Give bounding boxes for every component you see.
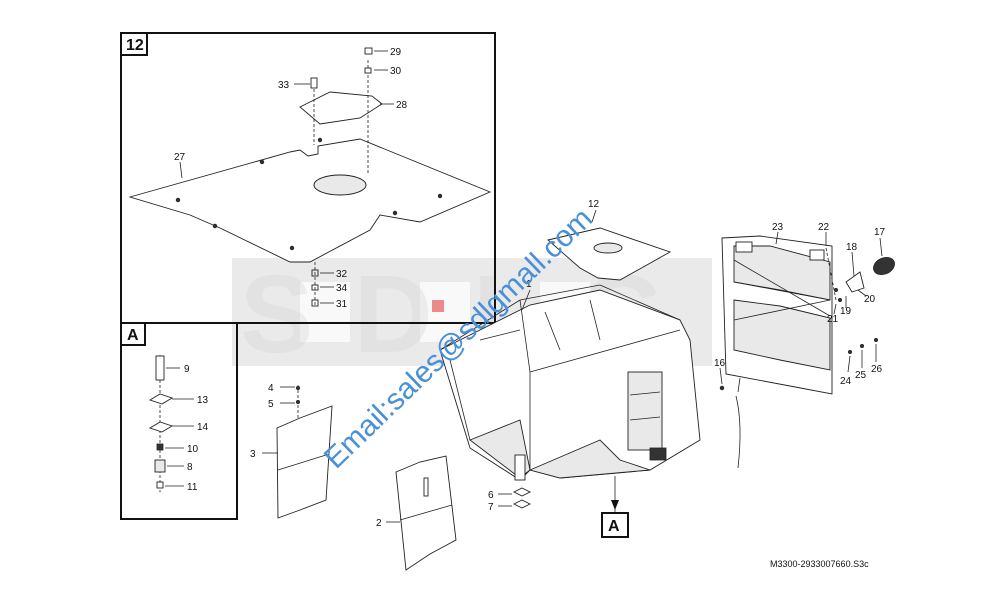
hose-part bbox=[719, 385, 741, 469]
washer-14 bbox=[148, 421, 174, 433]
rear-panel-23 bbox=[721, 235, 833, 395]
callout-29: 29 bbox=[390, 47, 402, 58]
detail-box-a: A 9 13 14 10 8 11 bbox=[120, 322, 238, 520]
floor-mat-main: 12 bbox=[547, 199, 672, 281]
callout-26: 26 bbox=[871, 364, 883, 375]
side-panel-2 bbox=[395, 455, 457, 571]
callout-23: 23 bbox=[772, 222, 784, 233]
mat-cutout bbox=[313, 174, 367, 196]
callout-22: 22 bbox=[818, 222, 830, 233]
callout-8: 8 bbox=[187, 462, 193, 473]
callout-21: 21 bbox=[827, 314, 839, 325]
mirror-fittings bbox=[825, 247, 895, 302]
callout-30: 30 bbox=[390, 66, 402, 77]
callout-20: 20 bbox=[864, 294, 876, 305]
fasteners-6-7 bbox=[512, 487, 532, 509]
washer-13 bbox=[148, 393, 174, 405]
detail-box-a-label: A bbox=[127, 327, 139, 344]
callout-5: 5 bbox=[268, 399, 274, 410]
callout-31: 31 bbox=[336, 299, 348, 310]
floor-mat-part bbox=[128, 138, 492, 263]
view-a-marker-label: A bbox=[608, 518, 620, 535]
callout-16: 16 bbox=[714, 358, 726, 369]
callout-19: 19 bbox=[840, 306, 852, 317]
callout-3: 3 bbox=[250, 449, 256, 460]
callout-1: 1 bbox=[526, 279, 532, 290]
callout-13: 13 bbox=[197, 395, 209, 406]
callout-33: 33 bbox=[278, 80, 290, 91]
callout-4: 4 bbox=[268, 383, 274, 394]
drawing-reference: M3300-2933007660.S3c bbox=[770, 559, 869, 569]
spacer-part bbox=[154, 459, 166, 473]
callout-34: 34 bbox=[336, 283, 348, 294]
callout-11: 11 bbox=[187, 482, 198, 493]
callout-7: 7 bbox=[488, 502, 494, 513]
side-panel-3 bbox=[276, 385, 333, 519]
detail-box-12: 12 33 29 30 28 27 32 34 31 bbox=[120, 32, 496, 324]
callout-6: 6 bbox=[488, 490, 494, 501]
callout-27: 27 bbox=[174, 152, 186, 163]
detail-box-12-label: 12 bbox=[126, 37, 144, 54]
cab-frame-part bbox=[439, 284, 701, 481]
callout-10: 10 bbox=[187, 444, 199, 455]
callout-9: 9 bbox=[184, 364, 190, 375]
view-a-marker: A bbox=[601, 476, 629, 538]
callout-28: 28 bbox=[396, 100, 408, 111]
callout-32: 32 bbox=[336, 269, 348, 280]
callout-12: 12 bbox=[588, 199, 600, 210]
bolt-part bbox=[155, 355, 165, 381]
callout-2: 2 bbox=[376, 518, 382, 529]
callout-18: 18 bbox=[846, 242, 858, 253]
callout-25: 25 bbox=[855, 370, 867, 381]
fasteners-24-26 bbox=[848, 337, 879, 354]
callout-17: 17 bbox=[874, 227, 886, 238]
callout-24: 24 bbox=[840, 376, 852, 387]
cover-plate-part bbox=[299, 91, 383, 125]
callout-14: 14 bbox=[197, 422, 209, 433]
